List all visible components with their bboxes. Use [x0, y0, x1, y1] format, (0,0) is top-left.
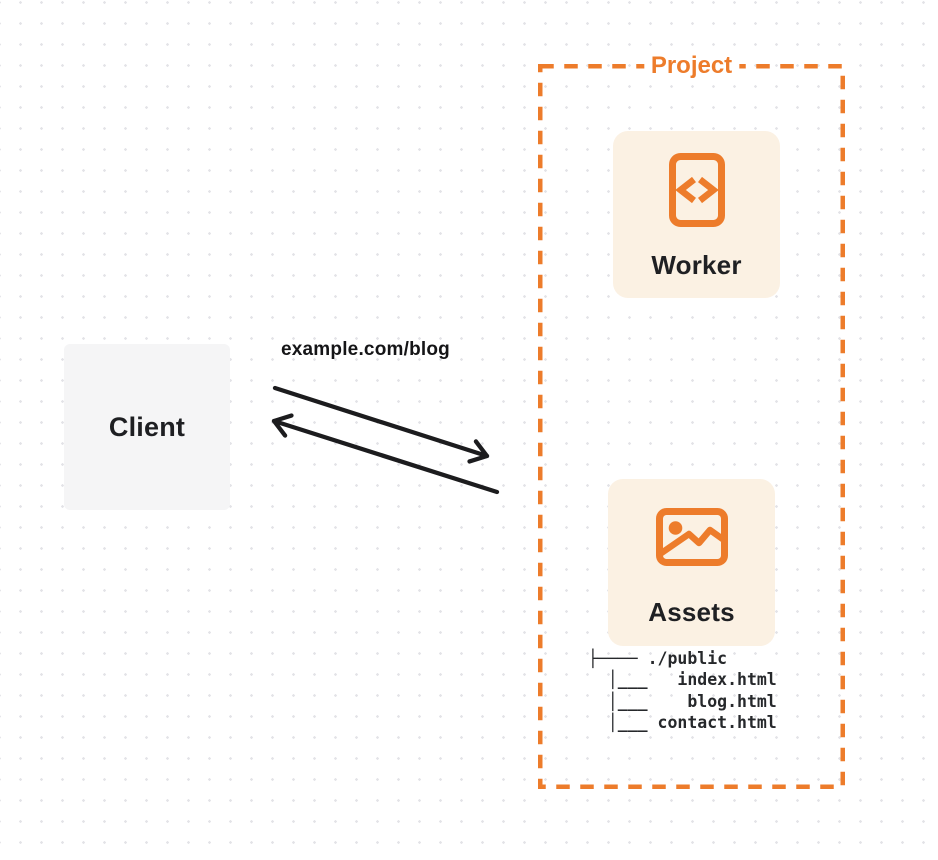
assets-card: Assets	[608, 479, 775, 646]
worker-card: Worker	[613, 131, 780, 298]
worker-label: Worker	[651, 250, 742, 280]
request-arrow	[272, 385, 490, 464]
assets-label: Assets	[648, 597, 735, 627]
code-file-icon	[668, 153, 725, 227]
assets-file-tree: ├──── ./public │___ index.html │___ blog…	[588, 649, 777, 732]
client-box: Client	[64, 344, 230, 510]
image-icon	[655, 508, 728, 566]
request-url-label: example.com/blog	[281, 339, 450, 360]
response-arrow	[271, 413, 500, 495]
client-label: Client	[108, 411, 186, 442]
project-title: Project	[643, 51, 740, 80]
project-boundary: Project Worker Assets ├──── ./public │__…	[538, 51, 845, 789]
